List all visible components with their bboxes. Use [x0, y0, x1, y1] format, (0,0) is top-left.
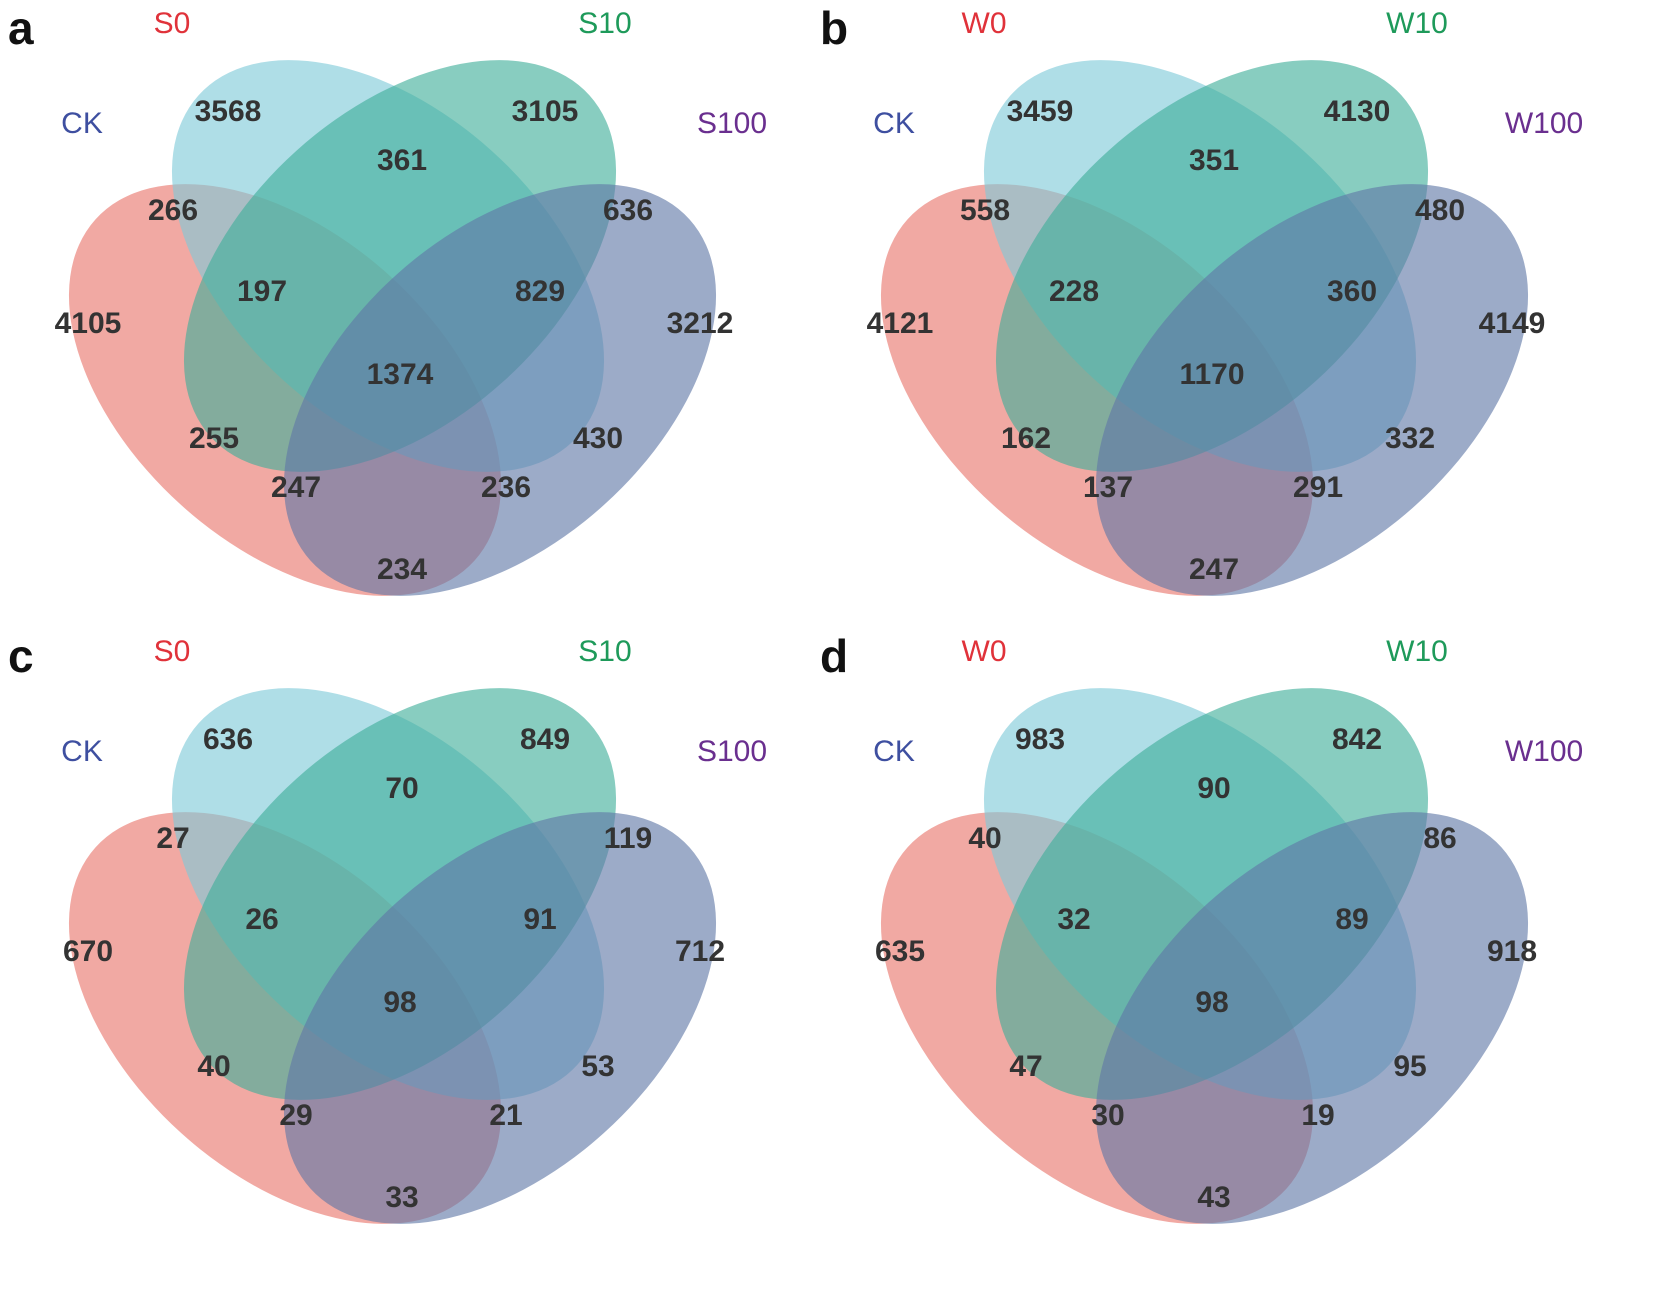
panel-label: c — [8, 630, 34, 682]
count-set1-set2-set3: 91 — [523, 903, 556, 936]
count-set2-set3: 86 — [1423, 822, 1456, 855]
set-label-ck: CK — [873, 735, 915, 768]
count-ck-set1-set2: 228 — [1049, 275, 1099, 308]
count-only-set1: 983 — [1015, 723, 1065, 756]
set-label-2: S10 — [578, 7, 631, 40]
set-label-1: S0 — [154, 7, 191, 40]
panel-label: a — [8, 2, 34, 54]
panel-label: b — [820, 2, 848, 54]
count-only-set2: 849 — [520, 723, 570, 756]
count-ck-set1: 558 — [960, 194, 1010, 227]
count-ck-set1: 40 — [968, 822, 1001, 855]
count-ck-set1-set3: 137 — [1083, 471, 1133, 504]
count-ck-set2-set3: 291 — [1293, 471, 1343, 504]
count-set1-set2-set3: 829 — [515, 275, 565, 308]
count-ck-set2: 47 — [1009, 1050, 1042, 1083]
count-set1-set2-set3: 360 — [1327, 275, 1377, 308]
count-set1-set2: 70 — [385, 772, 418, 805]
count-only-set3: 4149 — [1479, 307, 1546, 340]
set3-ellipse — [283, 184, 717, 596]
count-only-set3: 712 — [675, 935, 725, 968]
count-all-four: 1170 — [1179, 358, 1244, 391]
count-only-set2: 3105 — [512, 95, 579, 128]
count-ck-set3: 33 — [385, 1181, 418, 1214]
set-label-3: W100 — [1505, 735, 1583, 768]
count-set1-set2: 361 — [377, 144, 427, 177]
count-ck-set2-set3: 21 — [489, 1099, 522, 1132]
count-set1-set3: 430 — [573, 422, 623, 455]
set3-ellipse — [1095, 812, 1529, 1224]
set3-ellipse — [1095, 184, 1529, 596]
count-set2-set3: 636 — [603, 194, 653, 227]
count-set1-set3: 332 — [1385, 422, 1435, 455]
count-set1-set2: 351 — [1189, 144, 1239, 177]
count-ck-set1-set3: 247 — [271, 471, 321, 504]
set3-ellipse — [283, 812, 717, 1224]
count-only-set3: 3212 — [667, 307, 734, 340]
count-only-set2: 4130 — [1324, 95, 1391, 128]
count-ck-set2: 40 — [197, 1050, 230, 1083]
set-label-3: W100 — [1505, 107, 1583, 140]
count-only-set2: 842 — [1332, 723, 1382, 756]
count-set1-set2: 90 — [1197, 772, 1230, 805]
set-label-ck: CK — [61, 107, 103, 140]
count-set1-set3: 95 — [1393, 1050, 1426, 1083]
set-label-2: S10 — [578, 635, 631, 668]
count-ck-set1: 27 — [156, 822, 189, 855]
count-ck-set1-set3: 29 — [279, 1099, 312, 1132]
count-ck-set3: 234 — [377, 553, 427, 586]
count-set1-set3: 53 — [581, 1050, 614, 1083]
count-ck-set2: 162 — [1001, 422, 1051, 455]
count-ck-set2-set3: 236 — [481, 471, 531, 504]
set-label-1: S0 — [154, 635, 191, 668]
count-only-ck: 635 — [875, 935, 925, 968]
panel-label: d — [820, 630, 848, 682]
count-ck-set1: 266 — [148, 194, 198, 227]
set-label-3: S100 — [697, 107, 767, 140]
count-ck-set1-set2: 197 — [237, 275, 287, 308]
count-set1-set2-set3: 89 — [1335, 903, 1368, 936]
count-ck-set2-set3: 19 — [1301, 1099, 1334, 1132]
count-only-ck: 4105 — [55, 307, 122, 340]
count-only-set3: 918 — [1487, 935, 1537, 968]
count-ck-set1-set2: 32 — [1057, 903, 1090, 936]
count-all-four: 98 — [1195, 986, 1228, 1019]
count-set2-set3: 480 — [1415, 194, 1465, 227]
set-label-ck: CK — [873, 107, 915, 140]
count-ck-set1-set2: 26 — [245, 903, 278, 936]
count-only-set1: 636 — [203, 723, 253, 756]
count-only-ck: 670 — [63, 935, 113, 968]
set-label-3: S100 — [697, 735, 767, 768]
count-all-four: 98 — [383, 986, 416, 1019]
set-label-2: W10 — [1386, 7, 1448, 40]
count-all-four: 1374 — [367, 358, 434, 391]
count-set2-set3: 119 — [604, 822, 652, 855]
set-label-2: W10 — [1386, 635, 1448, 668]
set-label-1: W0 — [962, 635, 1007, 668]
count-ck-set2: 255 — [189, 422, 239, 455]
set-label-1: W0 — [962, 7, 1007, 40]
count-ck-set3: 247 — [1189, 553, 1239, 586]
count-ck-set3: 43 — [1197, 1181, 1230, 1214]
count-ck-set1-set3: 30 — [1091, 1099, 1124, 1132]
set-label-ck: CK — [61, 735, 103, 768]
count-only-ck: 4121 — [867, 307, 934, 340]
count-only-set1: 3459 — [1007, 95, 1074, 128]
count-only-set1: 3568 — [195, 95, 262, 128]
